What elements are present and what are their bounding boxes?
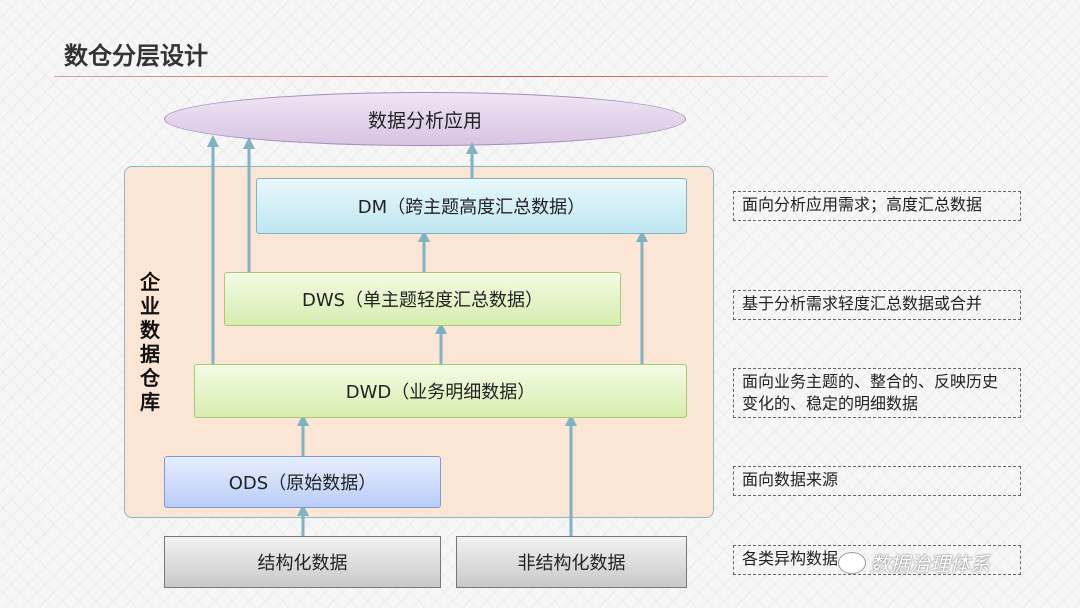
dm-layer-box: DM（跨主题高度汇总数据） (256, 178, 687, 234)
unstructured-data-box: 非结构化数据 (456, 536, 687, 588)
analysis-application-label: 数据分析应用 (367, 109, 482, 132)
wechat-icon (838, 551, 866, 574)
structured-data-box: 结构化数据 (164, 536, 441, 588)
ods-layer-box: ODS（原始数据） (164, 456, 441, 508)
ods-layer-label: ODS（原始数据） (228, 473, 377, 494)
analysis-application-node: 数据分析应用 (164, 92, 686, 146)
dm-description: 面向分析应用需求；高度汇总数据 (733, 191, 1021, 221)
dws-layer-label: DWS（单主题轻度汇总数据） (301, 290, 544, 311)
unstructured-data-label: 非结构化数据 (517, 553, 626, 574)
sources-description: 各类异构数据 (733, 545, 1021, 575)
ods-description: 面向数据来源 (733, 466, 1021, 496)
dws-description: 基于分析需求轻度汇总数据或合并 (733, 290, 1021, 320)
structured-data-label: 结构化数据 (257, 553, 348, 574)
watermark-text: 数据治理体系 (870, 552, 990, 576)
page-title: 数仓分层设计 (64, 42, 208, 70)
title-divider (54, 76, 828, 77)
dwd-layer-label: DWD（业务明细数据） (345, 382, 536, 403)
dwd-layer-box: DWD（业务明细数据） (194, 364, 687, 418)
enterprise-warehouse-label: 企业数据仓库 (140, 270, 160, 414)
dm-layer-label: DM（跨主题高度汇总数据） (357, 197, 586, 218)
dwd-description: 面向业务主题的、整合的、反映历史变化的、稳定的明细数据 (733, 368, 1021, 418)
watermark: 数据治理体系 (838, 548, 990, 577)
dws-layer-box: DWS（单主题轻度汇总数据） (224, 272, 621, 326)
